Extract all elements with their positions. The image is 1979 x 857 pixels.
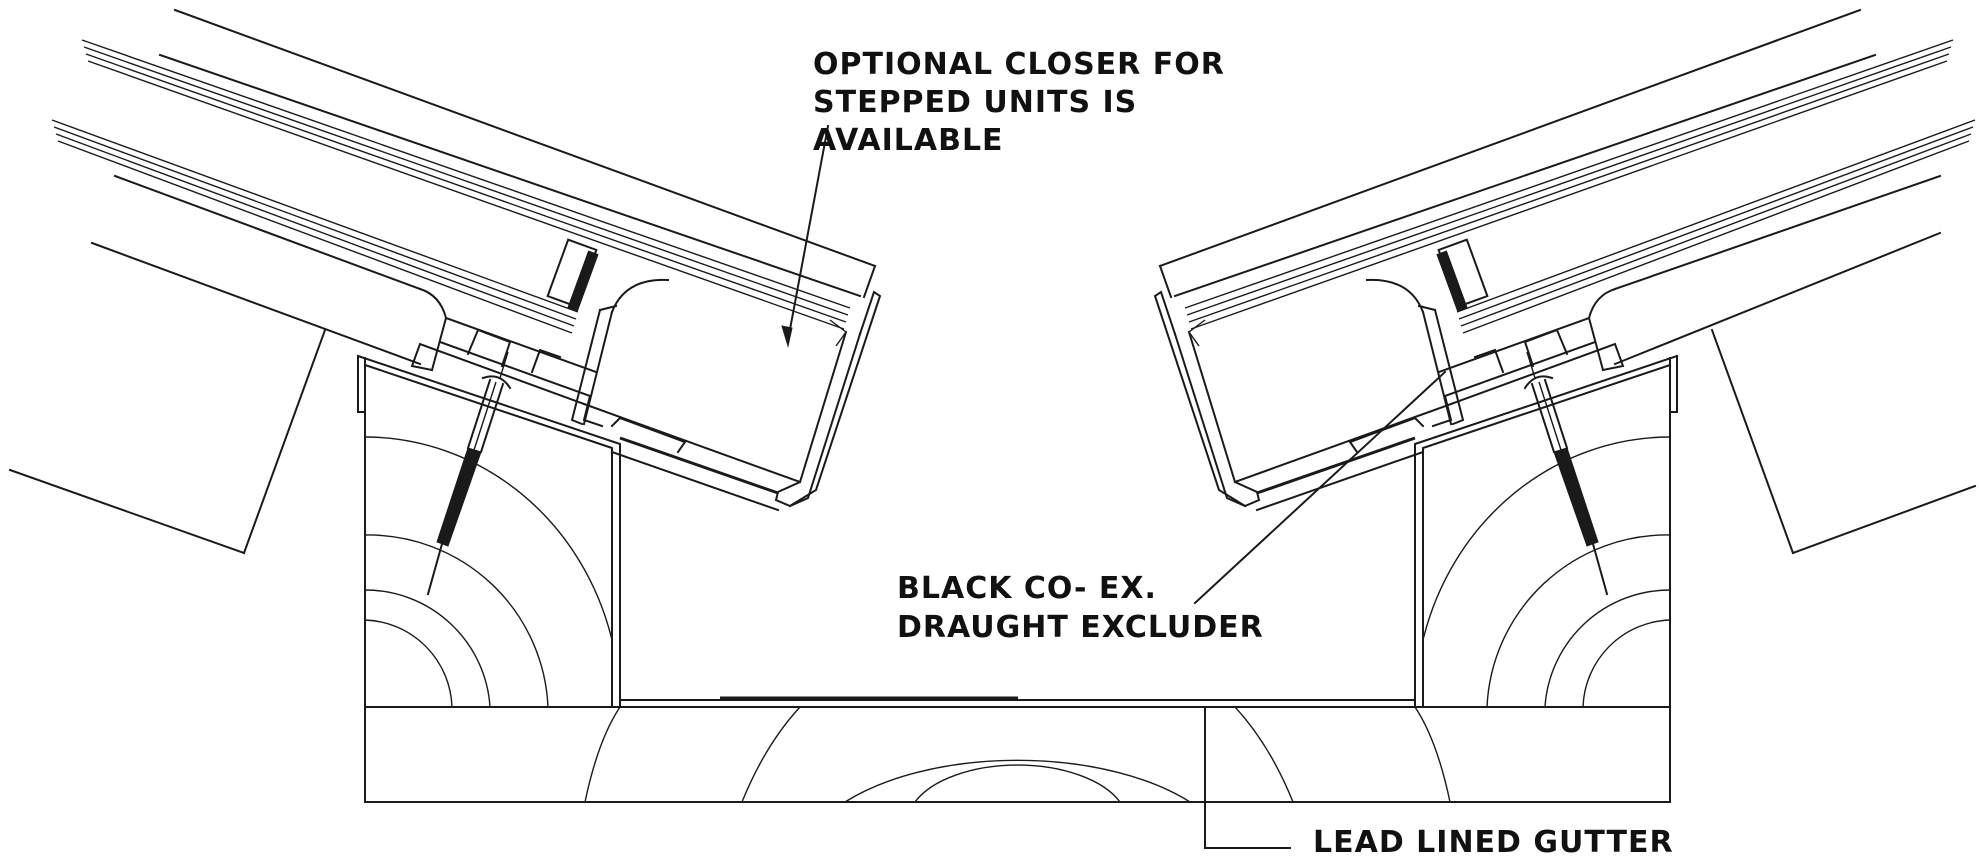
leader-lines [781,124,1447,849]
label-optional-closer: OPTIONAL CLOSER FOR STEPPED UNITS IS AVA… [813,47,1225,158]
right-glazing-bar [1153,238,1625,512]
label-excluder-line1: BLACK CO- EX. [897,571,1157,606]
right-fixing-screw [1523,351,1609,596]
gutter-timber-box [356,354,1679,803]
label-gutter: LEAD LINED GUTTER [1313,825,1674,857]
right-glazing-layers [1158,8,1976,334]
right-rafter [1613,231,1977,555]
label-draught-excluder: BLACK CO- EX. DRAUGHT EXCLUDER [897,571,1264,645]
label-closer-line3: AVAILABLE [813,123,1004,158]
left-glazing-bar [410,238,882,512]
right-roof-assembly [1153,8,1977,596]
label-closer-line1: OPTIONAL CLOSER FOR [813,47,1225,82]
left-fixing-screw [426,351,512,596]
left-roof-assembly [8,8,882,596]
label-excluder-line2: DRAUGHT EXCLUDER [897,610,1264,645]
left-rafter [8,241,422,555]
label-closer-line2: STEPPED UNITS IS [813,85,1137,120]
label-lead-lined-gutter: LEAD LINED GUTTER [1313,825,1674,857]
left-glazing-layers [51,8,877,334]
